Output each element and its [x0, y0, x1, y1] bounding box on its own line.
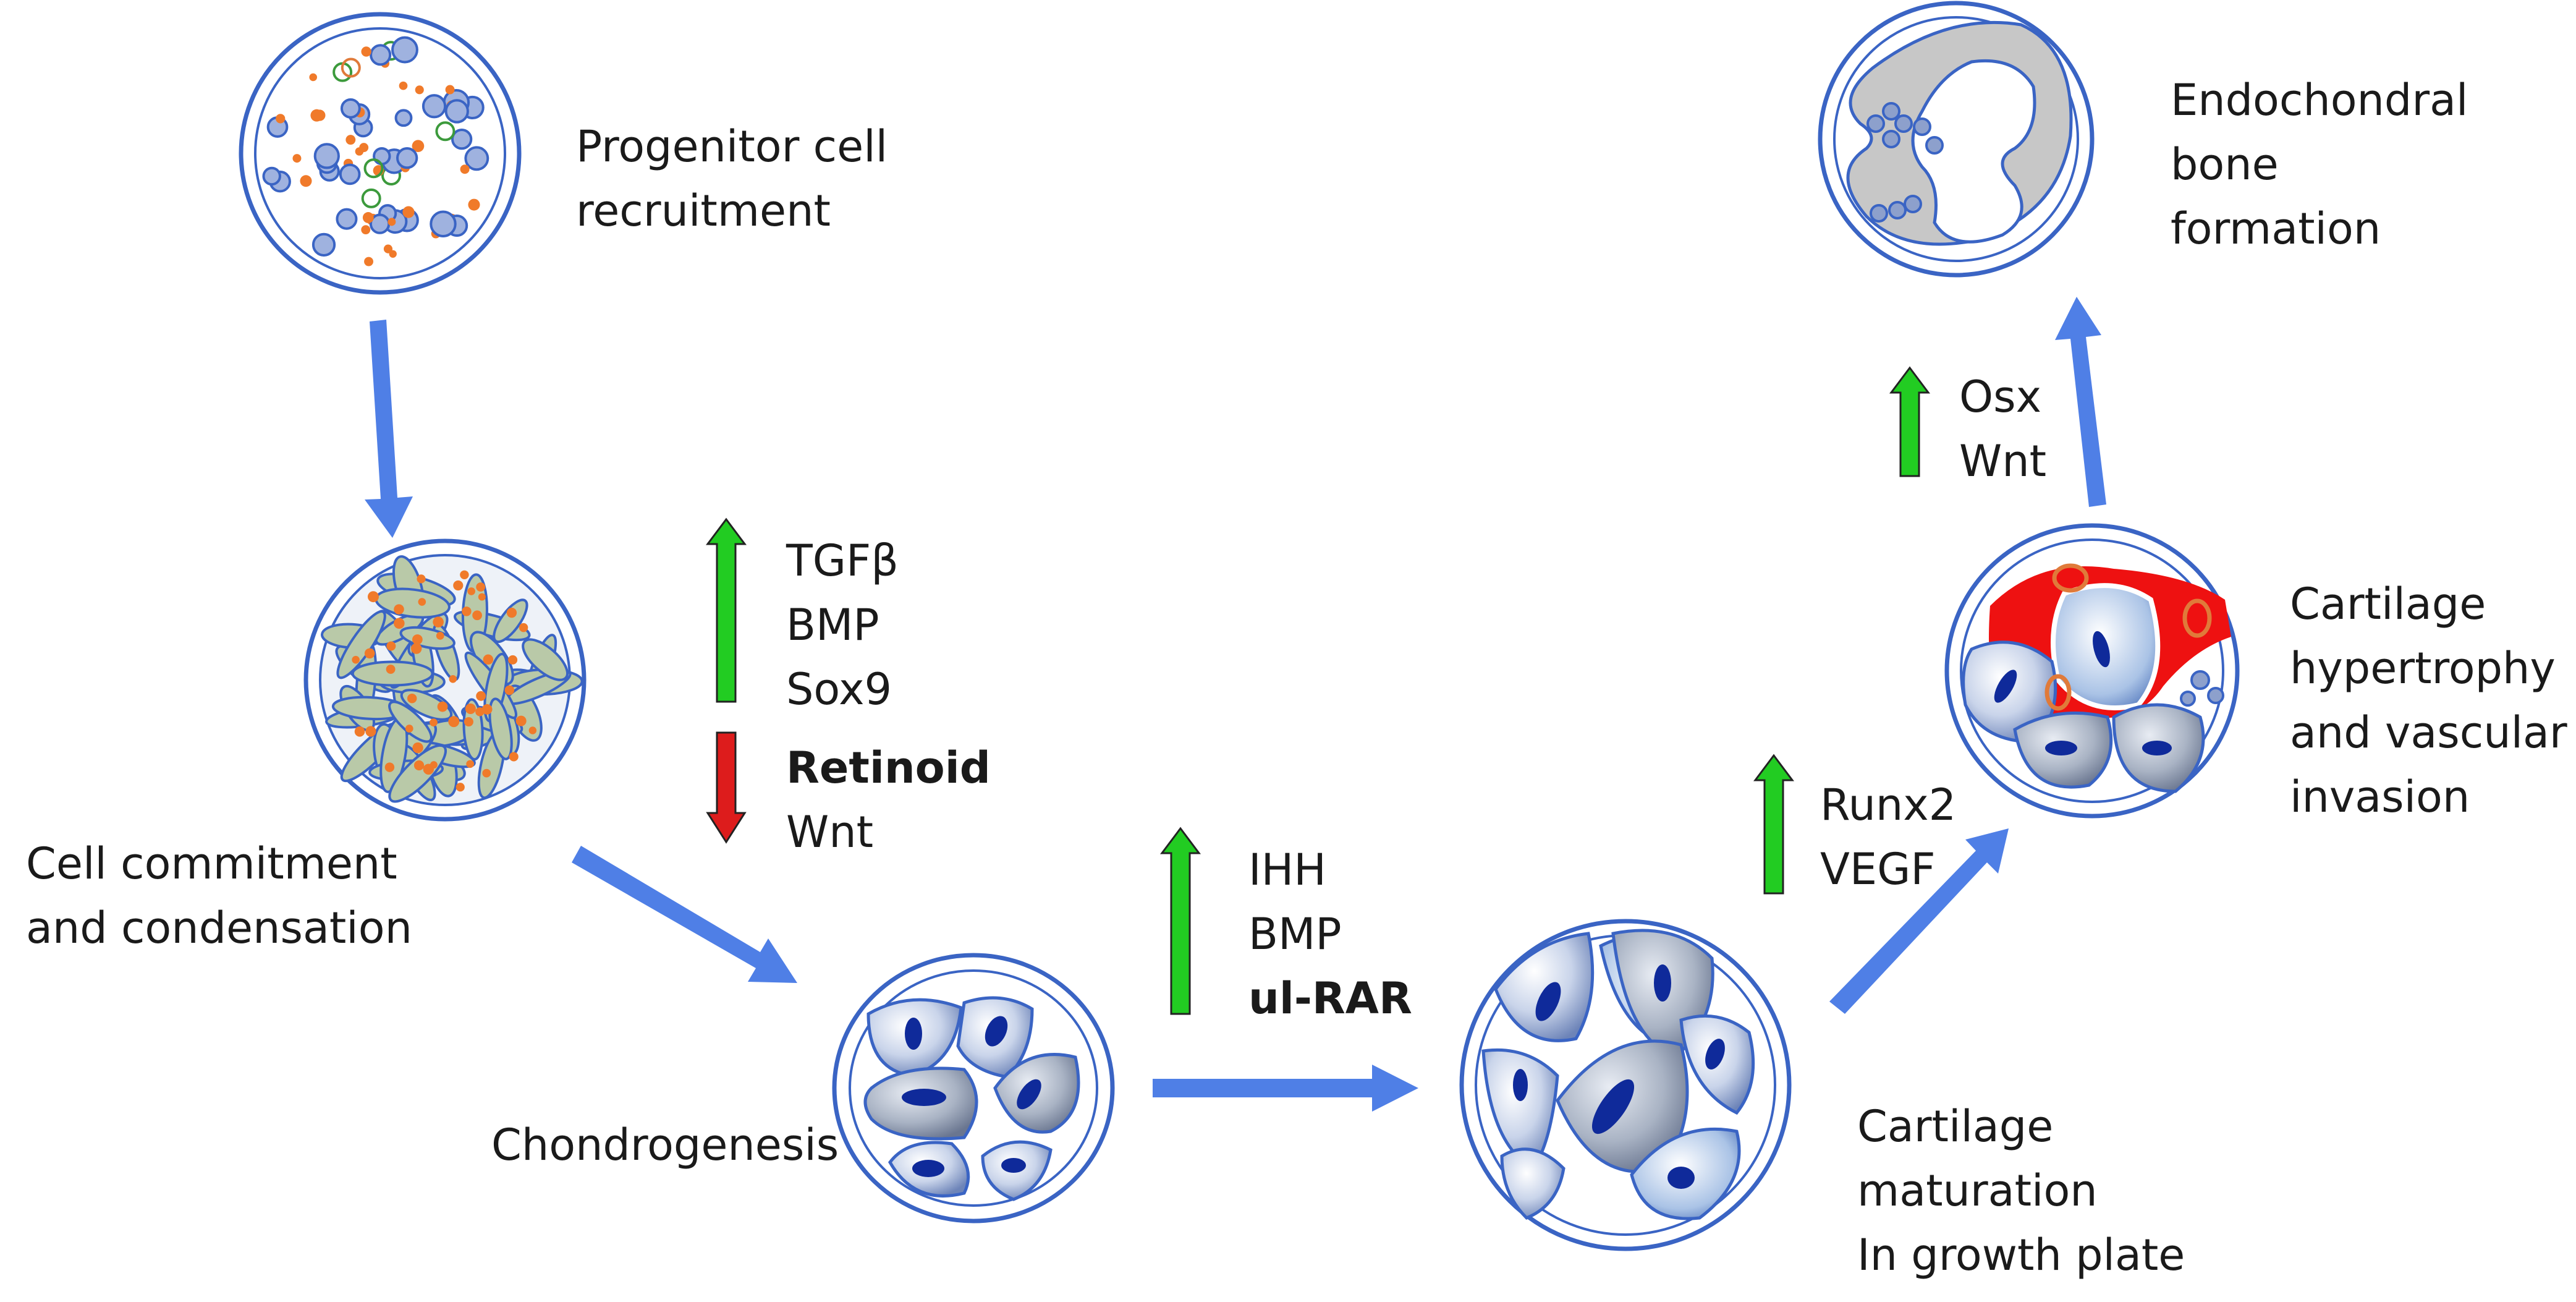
chondrogenesis-circle	[832, 953, 1115, 1223]
down-arrow-condensation	[706, 731, 747, 844]
bone-circle	[1818, 1, 2095, 278]
flow-arrow-4	[1829, 828, 2009, 1014]
flow-arrow-5	[2055, 297, 2106, 507]
flow-arrow-1	[365, 320, 413, 538]
up-arrow-condensation	[706, 517, 747, 703]
flow-arrow-3	[1153, 1065, 1418, 1112]
up-arrow-hypertrophy	[1753, 754, 1794, 895]
flow-arrow-2	[572, 846, 797, 983]
up-arrow-chondrogenesis	[1160, 827, 1201, 1015]
label-chondrogenesis: Chondrogenesis	[491, 1120, 839, 1170]
progenitor-circle	[239, 12, 522, 295]
maturation-circle	[1459, 919, 1792, 1251]
hypertrophy-circle	[1944, 523, 2240, 819]
condensation-circle	[303, 538, 587, 822]
up-arrow-bone	[1889, 366, 1930, 477]
